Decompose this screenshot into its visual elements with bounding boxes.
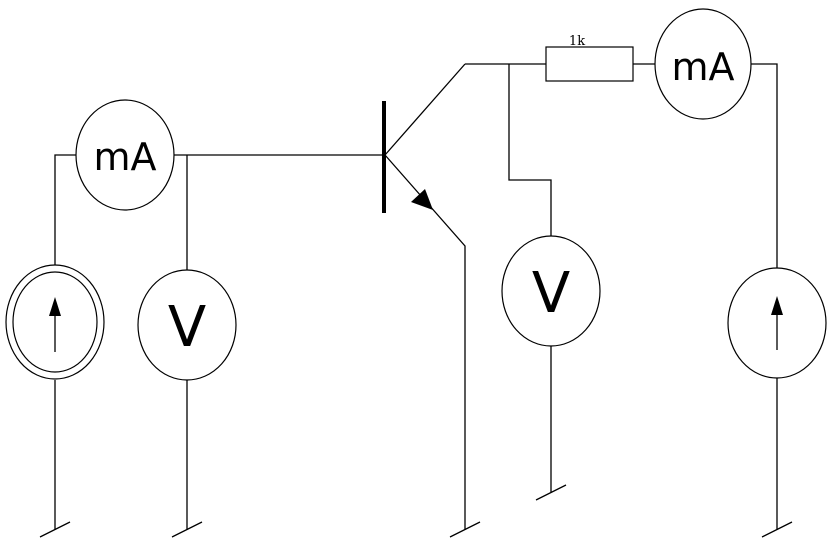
base-ammeter-label: mA — [93, 135, 156, 179]
ground-icon — [39, 521, 71, 538]
transistor-collector-lead — [384, 63, 466, 156]
collector-current-source — [727, 267, 827, 379]
wire-base-left — [54, 154, 76, 268]
collector-ammeter: mA — [654, 8, 752, 120]
collector-circuit: 1k mA V — [465, 8, 827, 538]
ground-icon — [171, 521, 203, 538]
base-current-source — [5, 264, 105, 380]
collector-voltmeter-label: V — [532, 261, 570, 326]
collector-resistor: 1k — [545, 34, 634, 82]
transistor-emitter-lead — [384, 154, 466, 530]
base-voltmeter: V — [137, 269, 237, 381]
up-arrow-icon — [771, 296, 783, 315]
emitter-arrow-icon — [411, 189, 433, 210]
collector-ammeter-label: mA — [671, 45, 734, 89]
wire-collector-voltmeter — [508, 64, 552, 236]
base-voltmeter-label: V — [168, 295, 206, 360]
wire-collector-right — [751, 63, 778, 268]
base-circuit: mA V — [5, 99, 385, 538]
ground-icon — [449, 521, 481, 538]
collector-voltmeter: V — [501, 235, 601, 347]
ground-icon — [535, 484, 567, 501]
npn-transistor — [382, 63, 481, 538]
up-arrow-icon — [49, 297, 61, 316]
resistor-value-label: 1k — [569, 34, 585, 49]
base-ammeter: mA — [75, 99, 175, 211]
ground-icon — [761, 521, 793, 538]
